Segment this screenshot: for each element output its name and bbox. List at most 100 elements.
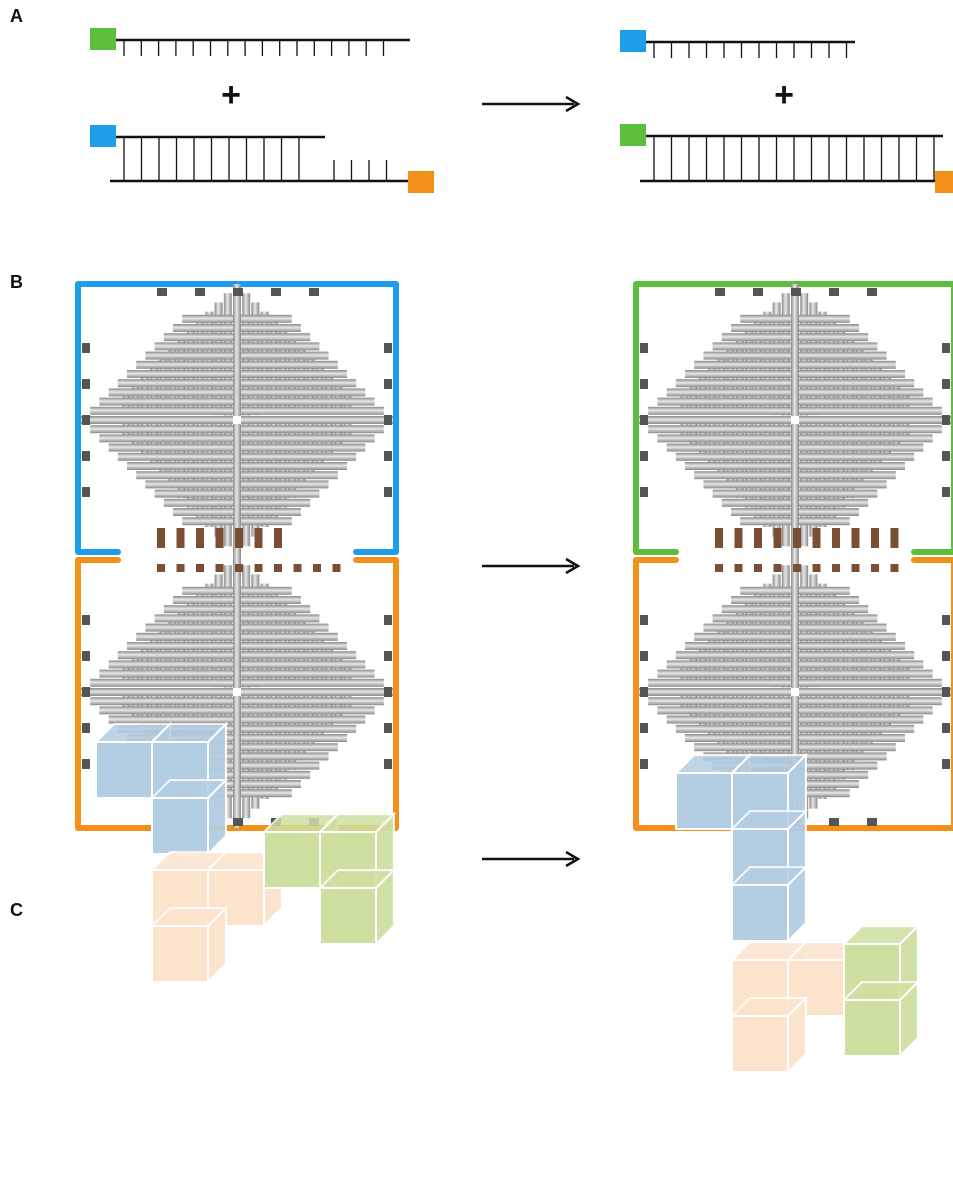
helix-end-cap (384, 759, 392, 769)
helix-rod (241, 462, 347, 470)
sticky-end-cap (274, 564, 282, 572)
helix-rod (639, 416, 791, 424)
helix-rod (241, 743, 338, 751)
helix-rod (703, 624, 791, 632)
helix-end-cap (82, 343, 90, 353)
sticky-end-cap (274, 528, 282, 548)
helix-rod (703, 352, 791, 360)
helix-rod (799, 587, 850, 595)
helix-rod (799, 490, 877, 498)
panel-c (96, 724, 918, 1072)
sticky-end-cap (891, 564, 899, 572)
helix-rod (81, 688, 233, 696)
helix-rod (118, 453, 233, 461)
helix-rod (799, 743, 896, 751)
helix-rod (241, 752, 329, 760)
helix-end-cap (640, 343, 648, 353)
helix-rod (799, 734, 905, 742)
helix-rod (713, 614, 791, 622)
helix-end-cap (942, 379, 950, 389)
helix-end-cap (384, 379, 392, 389)
helix-end-cap (942, 687, 950, 697)
helix-end-cap (715, 288, 725, 296)
helix-rod (799, 444, 923, 452)
helix-end-cap (384, 651, 392, 661)
helix-end-cap (942, 487, 950, 497)
helix-end-cap (942, 723, 950, 733)
helix-rod (694, 633, 791, 641)
helix-rod (648, 679, 791, 687)
helix-end-cap (829, 818, 839, 826)
helix-end-cap (942, 759, 950, 769)
helix-rod (241, 361, 338, 369)
helix-rod (241, 679, 384, 687)
helix-rod (799, 780, 859, 788)
helix-rod (241, 517, 292, 525)
helix-rod (667, 716, 791, 724)
helix-rod (99, 706, 233, 714)
helix-rod (799, 651, 914, 659)
helix-rod (241, 508, 301, 516)
helix-rod (799, 462, 905, 470)
helix-rod (722, 333, 791, 341)
orange-tag-product (935, 171, 953, 193)
helix-rod (657, 398, 791, 406)
helix-rod (241, 388, 365, 396)
helix-end-cap (640, 415, 648, 425)
helix-rod (99, 670, 233, 678)
helix-rod (241, 725, 356, 733)
helix-rod (241, 614, 319, 622)
sticky-end-cap (313, 564, 321, 572)
helix-rod (241, 453, 356, 461)
blue-tag-product (620, 30, 646, 52)
helix-rod (109, 388, 233, 396)
helix-rod (241, 342, 319, 350)
helix-rod (799, 614, 877, 622)
helix-rod (118, 651, 233, 659)
helix-end-cap (942, 615, 950, 625)
helix-rod (164, 333, 233, 341)
helix-rod (241, 771, 310, 779)
helix-rod (241, 370, 347, 378)
helix-rod (648, 425, 791, 433)
helix-rod (657, 434, 791, 442)
helix-end-cap (195, 288, 205, 296)
helix-end-cap (233, 288, 243, 296)
green-tag (90, 28, 116, 50)
helix-end-cap (791, 288, 801, 296)
sticky-end-cap (891, 528, 899, 548)
helix-end-cap (82, 379, 90, 389)
helix-rod (740, 587, 791, 595)
cube-blue-front (96, 742, 152, 798)
helix-end-cap (384, 687, 392, 697)
helix-rod (241, 596, 301, 604)
helix-rod (241, 697, 384, 705)
helix-rod (241, 660, 365, 668)
helix-rod (799, 660, 923, 668)
helix-rod (648, 407, 791, 415)
helix-rod (241, 333, 310, 341)
helix-rod (713, 490, 791, 498)
helix-rod (155, 490, 233, 498)
helix-end-cap (942, 415, 950, 425)
cube-assembly-product (676, 755, 918, 1072)
helix-rod (241, 762, 319, 770)
helix-rod (667, 444, 791, 452)
helix-rod (241, 605, 310, 613)
helix-rod (799, 388, 923, 396)
helix-rod (694, 471, 791, 479)
helix-end-cap (640, 651, 648, 661)
helix-rod (799, 425, 942, 433)
helix-rod (109, 660, 233, 668)
cube-peach-front (732, 1016, 788, 1072)
helix-end-cap (640, 723, 648, 733)
duplex-green-orange (620, 124, 953, 193)
helix-rod (241, 379, 356, 387)
helix-end-cap (384, 615, 392, 625)
helix-rod (109, 444, 233, 452)
helix-end-cap (82, 723, 90, 733)
helix-rod (241, 315, 292, 323)
helix-rod (155, 342, 233, 350)
orange-tag (408, 171, 434, 193)
